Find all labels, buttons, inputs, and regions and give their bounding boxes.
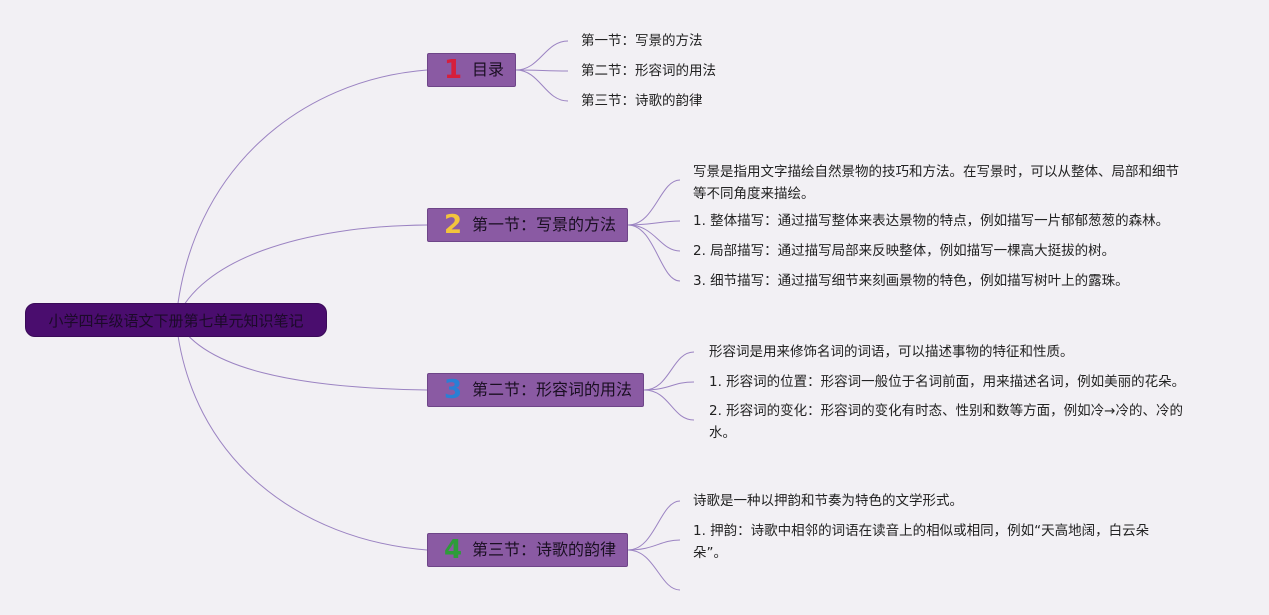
branch-1-leaf-3[interactable]: 第三节：诗歌的韵律 — [581, 93, 703, 109]
branch-1-node[interactable]: 1 目录 — [427, 53, 516, 87]
number-4-icon: 4 — [443, 535, 463, 565]
branch-2-leaf-2[interactable]: 1. 整体描写：通过描写整体来表达景物的特点，例如描写一片郁郁葱葱的森林。 — [693, 213, 1170, 229]
branch-3-leaf-1[interactable]: 形容词是用来修饰名词的词语，可以描述事物的特征和性质。 — [709, 344, 1074, 360]
branch-3-node[interactable]: 3 第二节：形容词的用法 — [427, 373, 644, 407]
branch-3-leaf-2[interactable]: 1. 形容词的位置：形容词一般位于名词前面，用来描述名词，例如美丽的花朵。 — [709, 374, 1186, 390]
branch-2-leaf-4[interactable]: 3. 细节描写：通过描写细节来刻画景物的特色，例如描写树叶上的露珠。 — [693, 273, 1129, 289]
link-branch-2-leaf-1 — [627, 179, 681, 226]
number-1-icon: 1 — [443, 55, 463, 85]
branch-3-label: 第二节：形容词的用法 — [472, 380, 633, 399]
branch-2-leaf-1[interactable]: 写景是指用文字描绘自然景物的技巧和方法。在写景时，可以从整体、局部和细节等不同角… — [693, 164, 1179, 202]
root-node[interactable]: 小学四年级语文下册第七单元知识笔记 — [25, 303, 327, 337]
link-branch-3-leaf-2 — [643, 381, 695, 391]
link-branch-4-leaf-1 — [627, 500, 681, 551]
link-root-branch-4 — [175, 319, 428, 551]
link-branch-1-leaf-3 — [515, 69, 569, 102]
link-branch-3-leaf-1 — [643, 351, 695, 391]
branch-4-label: 第三节：诗歌的韵律 — [472, 540, 617, 559]
branch-1-label: 目录 — [472, 60, 505, 79]
link-branch-1-leaf-1 — [515, 40, 569, 71]
number-3-icon: 3 — [443, 375, 463, 405]
branch-4-node[interactable]: 4 第三节：诗歌的韵律 — [427, 533, 628, 567]
link-branch-3-leaf-3 — [643, 389, 695, 421]
link-root-branch-2 — [175, 224, 428, 321]
link-branch-1-leaf-2 — [515, 69, 569, 72]
link-branch-2-leaf-4 — [627, 224, 681, 282]
branch-2-label: 第一节：写景的方法 — [472, 215, 617, 234]
number-2-icon: 2 — [443, 210, 463, 240]
branch-4-leaf-1[interactable]: 诗歌是一种以押韵和节奏为特色的文学形式。 — [693, 493, 963, 509]
link-branch-4-leaf-2 — [627, 539, 681, 551]
branch-3-leaf-3[interactable]: 2. 形容词的变化：形容词的变化有时态、性别和数等方面，例如冷→冷的、冷的水。 — [709, 403, 1183, 441]
branch-4-leaf-2[interactable]: 1. 押韵：诗歌中相邻的词语在读音上的相似或相同，例如“天高地阔，白云朵朵”。 — [693, 523, 1150, 561]
link-branch-4-leaf-3 — [627, 549, 681, 591]
root-label: 小学四年级语文下册第七单元知识笔记 — [48, 312, 304, 330]
branch-2-leaf-3[interactable]: 2. 局部描写：通过描写局部来反映整体，例如描写一棵高大挺拔的树。 — [693, 243, 1116, 259]
link-branch-2-leaf-3 — [627, 224, 681, 252]
link-root-branch-1 — [175, 69, 428, 321]
branch-1-leaf-2[interactable]: 第二节：形容词的用法 — [581, 63, 716, 79]
link-branch-2-leaf-2 — [627, 220, 681, 226]
branch-1-leaf-1[interactable]: 第一节：写景的方法 — [581, 33, 703, 49]
branch-2-node[interactable]: 2 第一节：写景的方法 — [427, 208, 628, 242]
